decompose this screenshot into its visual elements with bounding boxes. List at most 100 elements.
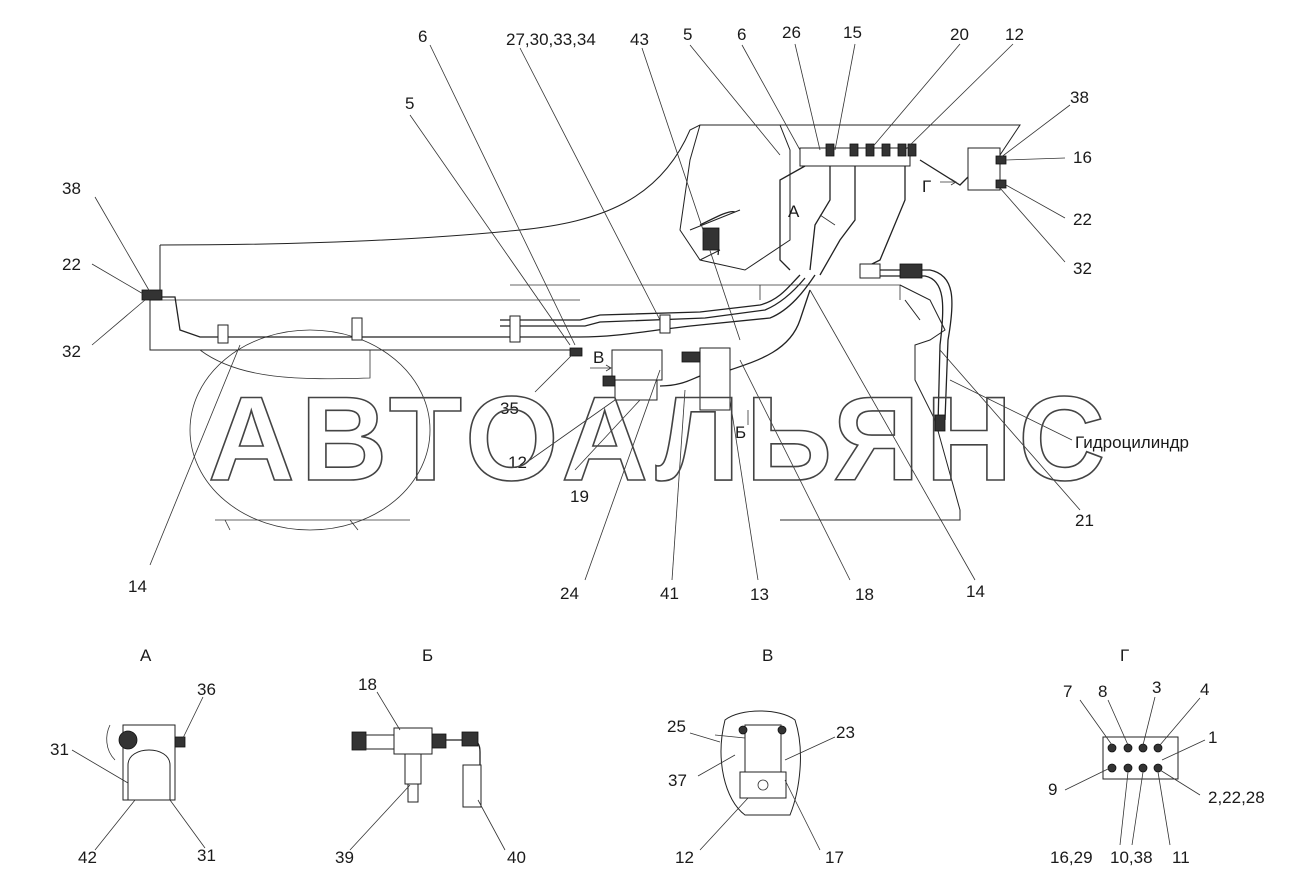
view-G-callout-1: 1 bbox=[1208, 728, 1217, 747]
view-V-fitting-right bbox=[777, 725, 787, 735]
callout-16-right: 16 bbox=[1073, 148, 1092, 167]
cab-hose-fitting bbox=[702, 227, 720, 251]
view-B-title: Б bbox=[422, 646, 433, 665]
callout-14-left: 14 bbox=[128, 577, 147, 596]
view-B-hose-right bbox=[462, 764, 482, 808]
pipe-clamp-2 bbox=[351, 317, 363, 341]
callout-32-left: 32 bbox=[62, 342, 81, 361]
callout-6-top: 6 bbox=[737, 25, 746, 44]
leader-lines-main bbox=[91, 43, 1081, 581]
callout-27-30-33-34: 27,30,33,34 bbox=[506, 30, 596, 49]
view-A-pipe-end bbox=[118, 730, 138, 750]
view-B-left-fitting bbox=[351, 731, 367, 751]
left-quick-coupling bbox=[141, 289, 163, 301]
view-G-callout-16-29: 16,29 bbox=[1050, 848, 1093, 867]
callout-21: 21 bbox=[1075, 511, 1094, 530]
view-V-title: В bbox=[762, 646, 773, 665]
view-G-callout-9: 9 bbox=[1048, 780, 1057, 799]
view-V-fitting-left bbox=[738, 725, 748, 735]
view-V: В 25 23 37 12 17 bbox=[667, 646, 855, 867]
callout-13: 13 bbox=[750, 585, 769, 604]
tee-fitting bbox=[859, 263, 881, 279]
callout-22-left: 22 bbox=[62, 255, 81, 274]
view-B: Б 18 39 40 bbox=[335, 646, 526, 867]
right-coupling-2 bbox=[995, 179, 1007, 189]
view-A-callout-36: 36 bbox=[197, 680, 216, 699]
view-B-right-fitting bbox=[431, 733, 447, 749]
section-V-marker: В bbox=[590, 348, 612, 372]
view-V-callout-25: 25 bbox=[667, 717, 686, 736]
callouts-main: 6 27,30,33,34 43 5 6 26 15 20 12 5 38 16… bbox=[62, 23, 1189, 604]
callout-24: 24 bbox=[560, 584, 579, 603]
callout-26: 26 bbox=[782, 23, 801, 42]
view-V-callout-37: 37 bbox=[668, 771, 687, 790]
view-A-callout-42: 42 bbox=[78, 848, 97, 867]
view-G-callout-11: 11 bbox=[1172, 848, 1190, 867]
callout-35: 35 bbox=[500, 399, 519, 418]
view-G-callout-4: 4 bbox=[1200, 680, 1209, 699]
view-V-pump-body bbox=[744, 724, 782, 776]
view-V-callout-12: 12 bbox=[675, 848, 694, 867]
pipe-clamp-3 bbox=[509, 315, 521, 343]
view-G: Г 7 8 3 4 1 9 2,22,28 16,29 10,38 11 bbox=[1048, 646, 1265, 867]
callout-32-right: 32 bbox=[1073, 259, 1092, 278]
view-B-callout-18: 18 bbox=[358, 675, 377, 694]
rear-wheel-fender bbox=[199, 349, 371, 380]
view-B-callout-40: 40 bbox=[507, 848, 526, 867]
callout-15: 15 bbox=[843, 23, 862, 42]
view-A-bolt bbox=[174, 736, 186, 748]
valve-fitting bbox=[681, 351, 701, 363]
control-valve bbox=[699, 347, 731, 411]
callout-38-left: 38 bbox=[62, 179, 81, 198]
view-G-callout-10-38: 10,38 bbox=[1110, 848, 1153, 867]
hydraulic-cylinder-label: Гидроцилиндр bbox=[1075, 433, 1189, 452]
frame-rear bbox=[780, 284, 961, 521]
pump-unit-body bbox=[614, 379, 658, 401]
view-A-pipe-arc bbox=[106, 724, 116, 761]
view-G-callout-7: 7 bbox=[1063, 682, 1072, 701]
ground-line-left bbox=[215, 519, 410, 531]
callout-18: 18 bbox=[855, 585, 874, 604]
callout-22-right: 22 bbox=[1073, 210, 1092, 229]
pressure-line-long bbox=[160, 274, 816, 338]
view-B-valve-body bbox=[393, 727, 433, 755]
aux-line-long bbox=[500, 277, 806, 327]
section-A-label: А bbox=[788, 202, 800, 221]
callout-12-top: 12 bbox=[1005, 25, 1024, 44]
callout-38-right: 38 bbox=[1070, 88, 1089, 107]
section-B-label: Б bbox=[735, 423, 746, 442]
callout-41: 41 bbox=[660, 584, 679, 603]
watermark-text: АВТОАЛЬЯНС bbox=[208, 372, 1111, 506]
section-G-marker: Г bbox=[922, 177, 957, 196]
view-B-lower-fitting bbox=[404, 753, 422, 785]
pipe-clamp-1 bbox=[217, 324, 229, 344]
distributor-down-lines bbox=[779, 159, 976, 276]
view-B-hose-left bbox=[407, 783, 419, 803]
front-structure bbox=[679, 124, 791, 271]
view-A-callout-31-left: 31 bbox=[50, 740, 69, 759]
view-V-callout-17: 17 bbox=[825, 848, 844, 867]
callout-12-bottom: 12 bbox=[508, 453, 527, 472]
callout-6-top-left: 6 bbox=[418, 27, 427, 46]
cylinder-hoses bbox=[870, 269, 953, 426]
right-couplings-group bbox=[967, 147, 1001, 191]
view-G-title: Г bbox=[1120, 646, 1129, 665]
view-A-bracket bbox=[122, 724, 176, 801]
section-V-label: В bbox=[593, 348, 604, 367]
view-V-callout-23: 23 bbox=[836, 723, 855, 742]
callout-19: 19 bbox=[570, 487, 589, 506]
view-G-callout-3: 3 bbox=[1152, 678, 1161, 697]
view-B-elbow-nut bbox=[461, 731, 479, 747]
callout-20: 20 bbox=[950, 25, 969, 44]
view-A-clamp bbox=[127, 749, 171, 800]
pump-unit-port bbox=[602, 375, 616, 387]
main-assembly: А Г В Б bbox=[141, 124, 1021, 531]
view-G-fittings bbox=[1107, 743, 1163, 773]
callout-43: 43 bbox=[630, 30, 649, 49]
view-B-adapter bbox=[365, 734, 395, 750]
view-V-port bbox=[757, 779, 769, 791]
view-V-pump-base bbox=[739, 771, 787, 799]
rear-wheel-outline bbox=[189, 329, 431, 531]
view-V-outline bbox=[720, 710, 801, 816]
